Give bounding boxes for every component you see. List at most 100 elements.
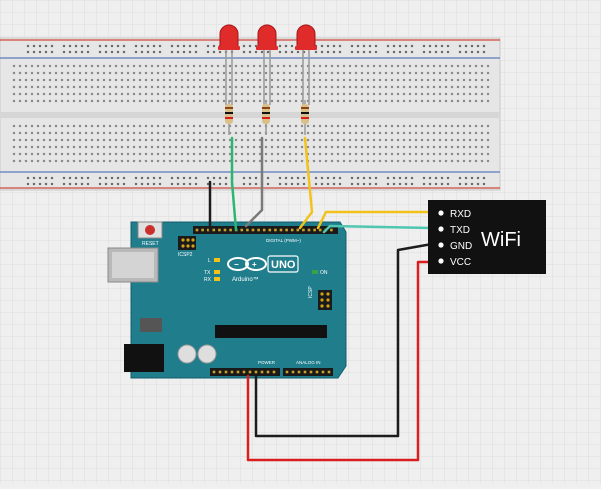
breadboard-hole: [48, 145, 52, 149]
breadboard-hole: [470, 50, 474, 54]
breadboard-hole: [60, 138, 64, 142]
breadboard-hole: [116, 182, 120, 186]
breadboard-hole: [282, 78, 286, 82]
breadboard-hole: [300, 159, 304, 163]
breadboard-hole: [66, 78, 70, 82]
breadboard-hole: [78, 131, 82, 135]
breadboard-hole: [246, 159, 250, 163]
breadboard-hole: [324, 71, 328, 75]
breadboard-hole: [150, 85, 154, 89]
breadboard-hole: [270, 145, 274, 149]
breadboard-hole: [318, 99, 322, 103]
breadboard-hole: [204, 71, 208, 75]
breadboard-hole: [300, 138, 304, 142]
header-pin: [206, 228, 210, 232]
breadboard-hole: [278, 50, 282, 54]
breadboard-hole: [84, 138, 88, 142]
breadboard-hole: [224, 182, 228, 186]
breadboard-hole: [356, 176, 360, 180]
breadboard-hole: [476, 44, 480, 48]
breadboard-hole: [234, 78, 238, 82]
breadboard-hole: [480, 92, 484, 96]
breadboard-hole: [126, 92, 130, 96]
breadboard-hole: [140, 176, 144, 180]
breadboard-hole: [186, 78, 190, 82]
breadboard-hole: [186, 145, 190, 149]
breadboard-hole: [432, 64, 436, 68]
breadboard-hole: [402, 124, 406, 128]
breadboard-hole: [342, 64, 346, 68]
breadboard-hole: [228, 124, 232, 128]
capacitor-2: [197, 344, 217, 364]
breadboard-hole: [18, 85, 22, 89]
breadboard-hole: [396, 78, 400, 82]
breadboard-hole: [180, 71, 184, 75]
breadboard-hole: [252, 99, 256, 103]
header-pin: [223, 228, 227, 232]
breadboard-hole: [332, 44, 336, 48]
breadboard-hole: [326, 44, 330, 48]
breadboard-hole: [480, 138, 484, 142]
wifi-module: RXD TXD GND VCC WiFi: [428, 200, 546, 274]
breadboard-hole: [348, 152, 352, 156]
breadboard-hole: [206, 182, 210, 186]
wire-gray-led2: [244, 136, 264, 228]
breadboard-hole: [96, 138, 100, 142]
breadboard-hole: [312, 99, 316, 103]
breadboard-hole: [462, 99, 466, 103]
breadboard-hole: [18, 64, 22, 68]
breadboard-hole: [74, 50, 78, 54]
breadboard-hole: [384, 159, 388, 163]
breadboard-hole: [60, 99, 64, 103]
breadboard-hole: [450, 92, 454, 96]
breadboard-hole: [122, 44, 126, 48]
breadboard-hole: [396, 131, 400, 135]
breadboard-hole: [486, 99, 490, 103]
breadboard-hole: [402, 145, 406, 149]
breadboard-hole: [42, 92, 46, 96]
breadboard-hole: [386, 50, 390, 54]
breadboard-hole: [414, 124, 418, 128]
breadboard-hole: [44, 44, 48, 48]
breadboard-hole: [420, 124, 424, 128]
breadboard-hole: [468, 124, 472, 128]
breadboard-hole: [222, 78, 226, 82]
breadboard-hole: [240, 78, 244, 82]
header-pin: [296, 228, 300, 232]
breadboard-hole: [98, 176, 102, 180]
breadboard-hole: [98, 182, 102, 186]
breadboard-hole: [306, 131, 310, 135]
breadboard-hole: [72, 138, 76, 142]
breadboard-hole: [288, 159, 292, 163]
header-pin: [307, 228, 311, 232]
breadboard-hole: [102, 71, 106, 75]
header-pin: [274, 228, 277, 232]
breadboard-hole: [224, 176, 228, 180]
breadboard-hole: [372, 85, 376, 89]
breadboard-hole: [420, 145, 424, 149]
breadboard-hole: [342, 85, 346, 89]
breadboard-hole: [66, 71, 70, 75]
breadboard-hole: [320, 50, 324, 54]
breadboard-hole: [410, 182, 414, 186]
atmega-chip: [215, 325, 327, 338]
breadboard-hole: [234, 159, 238, 163]
breadboard-hole: [420, 85, 424, 89]
breadboard-hole: [62, 44, 66, 48]
breadboard-hole: [482, 176, 486, 180]
breadboard-hole: [54, 145, 58, 149]
usb-connector-inner: [112, 252, 154, 278]
logo-minus-icon: −: [234, 260, 239, 269]
breadboard-hole: [144, 152, 148, 156]
breadboard-hole: [48, 99, 52, 103]
breadboard-hole: [342, 152, 346, 156]
breadboard-hole: [318, 64, 322, 68]
breadboard-hole: [318, 78, 322, 82]
breadboard-hole: [462, 124, 466, 128]
breadboard-hole: [464, 176, 468, 180]
breadboard-hole: [348, 92, 352, 96]
breadboard-hole: [414, 78, 418, 82]
breadboard-hole: [330, 85, 334, 89]
breadboard-hole: [276, 145, 280, 149]
breadboard-hole: [210, 64, 214, 68]
